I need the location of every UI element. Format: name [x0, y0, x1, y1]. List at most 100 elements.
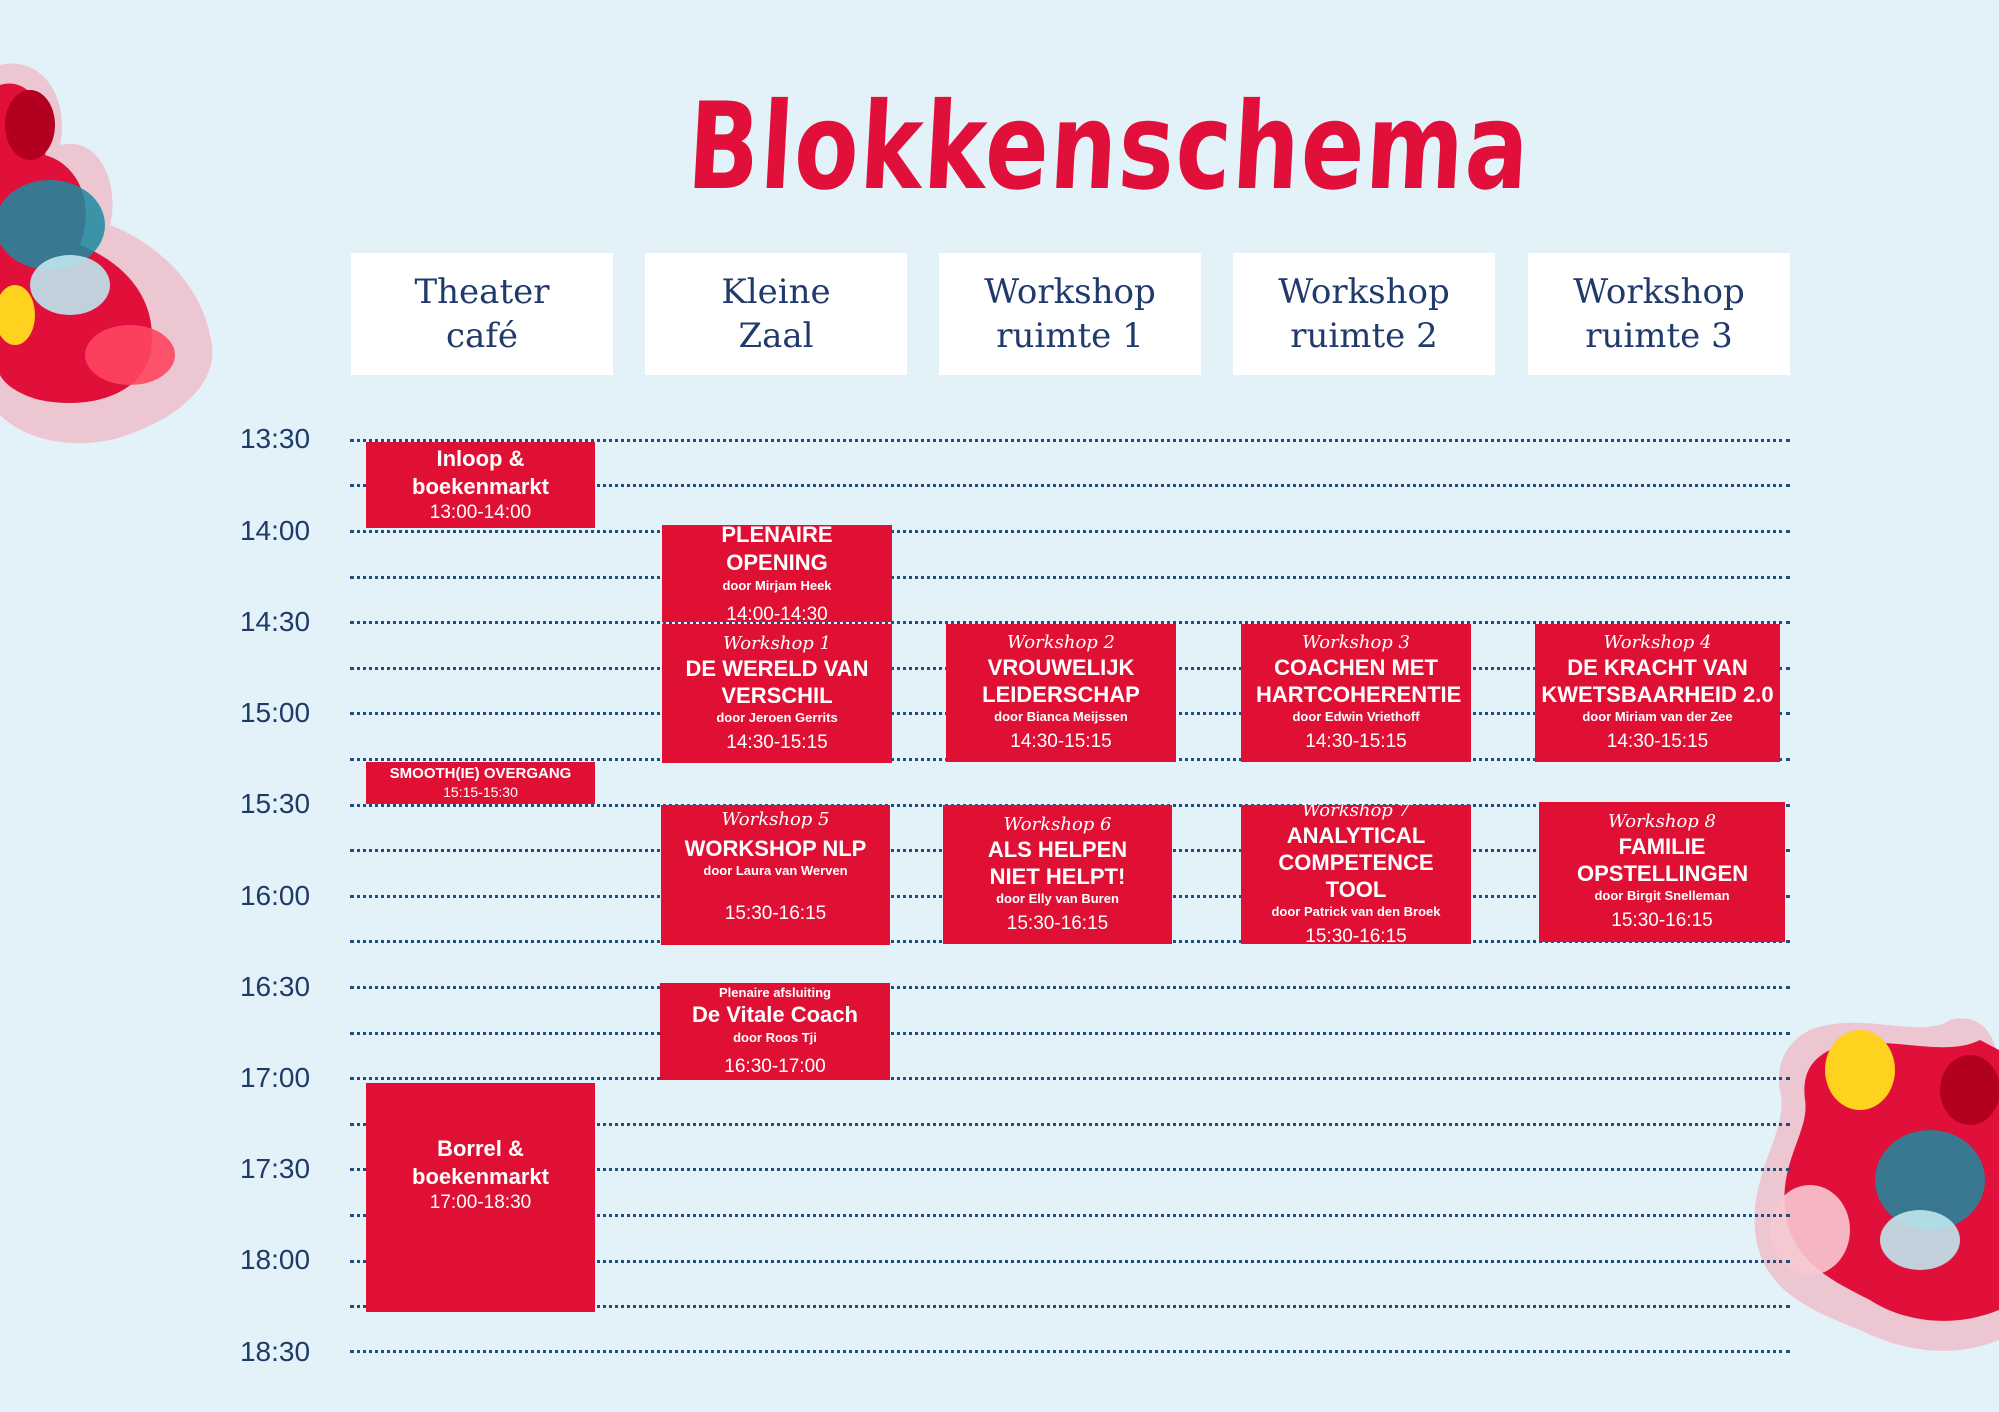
- block-title: SMOOTH(IE) OVERGANG: [389, 765, 572, 782]
- block-title: WORKSHOP NLP: [684, 836, 867, 861]
- room-label-line2: ruimte 2: [1290, 316, 1438, 356]
- time-label: 15:30: [239, 788, 311, 819]
- block-time: 15:30-16:15: [1006, 912, 1109, 934]
- gridline: [350, 530, 1790, 533]
- gridline: [350, 1305, 1790, 1308]
- time-label: 17:00: [239, 1062, 311, 1093]
- time-label: 18:00: [239, 1244, 311, 1275]
- gridline: [350, 439, 1790, 442]
- block-kicker: Workshop 3: [1302, 632, 1410, 653]
- block-workshop-1[interactable]: Workshop 1 DE WERELD VAN VERSCHIL door J…: [662, 624, 892, 763]
- block-kicker: Workshop 2: [1007, 632, 1115, 653]
- gridline: [350, 1350, 1790, 1353]
- block-time: 14:30-15:15: [1305, 731, 1407, 752]
- block-time: 15:15-15:30: [443, 784, 518, 800]
- time-label: 18:30: [239, 1336, 311, 1367]
- room-label-line2: ruimte 1: [996, 316, 1144, 356]
- gridline: [350, 1123, 1790, 1126]
- block-workshop-4[interactable]: Workshop 4 DE KRACHT VAN KWETSBAARHEID 2…: [1535, 624, 1780, 762]
- block-title: DE WERELD VAN VERSCHIL: [685, 655, 869, 708]
- block-speaker: door Mirjam Heek: [722, 577, 832, 593]
- gridline: [350, 621, 1790, 624]
- block-kicker: Plenaire afsluiting: [719, 984, 831, 1000]
- room-header-workshop-ruimte-1: Workshop ruimte 1: [939, 253, 1201, 375]
- block-workshop-7[interactable]: Workshop 7 ANALYTICAL COMPETENCE TOOL do…: [1241, 800, 1471, 947]
- gridline: [350, 484, 1790, 487]
- block-title: De Vitale Coach: [692, 1001, 858, 1027]
- block-speaker: door Roos Tji: [733, 1029, 817, 1045]
- block-workshop-8[interactable]: Workshop 8 FAMILIE OPSTELLINGEN door Bir…: [1539, 802, 1785, 942]
- block-title: Inloop & boekenmarkt: [412, 446, 549, 499]
- room-label-line1: Kleine: [721, 272, 831, 312]
- block-plenaire-afsluiting[interactable]: Plenaire afsluiting De Vitale Coach door…: [660, 983, 890, 1080]
- block-title: PLENAIRE OPENING: [721, 521, 833, 575]
- block-time: 14:30-15:15: [726, 731, 828, 753]
- gridline: [350, 1214, 1790, 1217]
- block-time: 14:00-14:30: [726, 603, 828, 625]
- room-label-line1: Workshop: [1278, 272, 1450, 312]
- block-time: 14:30-15:15: [1010, 731, 1112, 752]
- room-label-line1: Workshop: [984, 272, 1156, 312]
- room-header-workshop-ruimte-3: Workshop ruimte 3: [1528, 253, 1790, 375]
- time-label: 16:00: [239, 880, 311, 911]
- block-inloop-boekenmarkt[interactable]: Inloop & boekenmarkt 13:00-14:00: [366, 442, 595, 528]
- block-speaker: door Miriam van der Zee: [1582, 709, 1733, 724]
- block-kicker: Workshop 8: [1608, 811, 1716, 832]
- block-title: COACHEN MET HARTCOHERENTIE: [1256, 655, 1462, 707]
- block-time: 15:30-16:15: [724, 903, 827, 924]
- ink-splash-top-left: [0, 63, 213, 444]
- block-kicker: Workshop 6: [1003, 813, 1112, 835]
- block-kicker: Workshop 7: [1302, 800, 1410, 821]
- block-smoothie-overgang[interactable]: SMOOTH(IE) OVERGANG 15:15-15:30: [366, 762, 595, 804]
- block-time: 15:30-16:15: [1305, 926, 1407, 947]
- block-workshop-5[interactable]: Workshop 5 WORKSHOP NLP door Laura van W…: [661, 805, 890, 945]
- block-time: 13:00-14:00: [429, 502, 532, 523]
- room-header-workshop-ruimte-2: Workshop ruimte 2: [1233, 253, 1495, 375]
- room-label-line2: Zaal: [738, 316, 814, 356]
- block-time: 15:30-16:15: [1611, 910, 1713, 931]
- gridline: [350, 1168, 1790, 1171]
- block-title: DE KRACHT VAN KWETSBAARHEID 2.0: [1541, 655, 1774, 707]
- block-title: VROUWELIJK LEIDERSCHAP: [982, 655, 1140, 707]
- block-speaker: door Patrick van den Broek: [1271, 904, 1441, 919]
- block-plenaire-opening[interactable]: PLENAIRE OPENING door Mirjam Heek 14:00-…: [662, 522, 892, 625]
- gridline: [350, 986, 1790, 989]
- time-label: 16:30: [239, 971, 311, 1002]
- gridline: [350, 1077, 1790, 1080]
- room-label-line2: ruimte 3: [1585, 316, 1733, 356]
- block-workshop-2[interactable]: Workshop 2 VROUWELIJK LEIDERSCHAP door B…: [946, 624, 1176, 762]
- block-borrel-boekenmarkt[interactable]: Borrel & boekenmarkt 17:00-18:30: [366, 1083, 595, 1312]
- block-time: 17:00-18:30: [429, 1192, 532, 1213]
- block-speaker: door Bianca Meijssen: [994, 709, 1128, 724]
- block-workshop-6[interactable]: Workshop 6 ALS HELPEN NIET HELPT! door E…: [943, 805, 1172, 944]
- block-kicker: Workshop 4: [1603, 632, 1712, 653]
- gridline: [350, 1260, 1790, 1263]
- block-time: 14:30-15:15: [1606, 731, 1709, 752]
- block-title: ALS HELPEN NIET HELPT!: [987, 836, 1128, 889]
- block-title: Borrel & boekenmarkt: [412, 1136, 549, 1189]
- block-speaker: door Edwin Vriethoff: [1292, 709, 1420, 724]
- time-label: 15:00: [239, 697, 311, 728]
- block-workshop-3[interactable]: Workshop 3 COACHEN MET HARTCOHERENTIE do…: [1241, 624, 1471, 762]
- block-kicker: Workshop 1: [723, 632, 831, 654]
- gridline: [350, 1032, 1790, 1035]
- block-title: ANALYTICAL COMPETENCE TOOL: [1278, 823, 1434, 902]
- block-speaker: door Elly van Buren: [996, 890, 1119, 906]
- time-label: 14:00: [239, 515, 311, 546]
- time-label: 14:30: [239, 606, 311, 637]
- time-label: 17:30: [239, 1153, 311, 1184]
- room-header-kleine-zaal: Kleine Zaal: [645, 253, 907, 375]
- block-speaker: door Jeroen Gerrits: [716, 709, 838, 725]
- block-kicker: Workshop 5: [721, 809, 830, 830]
- room-label-line2: café: [445, 316, 519, 356]
- gridline: [350, 576, 1790, 579]
- room-label-line1: Workshop: [1573, 272, 1745, 312]
- time-label: 13:30: [239, 423, 311, 454]
- page-title: Blokkenschema: [684, 78, 1534, 217]
- block-speaker: door Birgit Snelleman: [1594, 888, 1730, 903]
- block-speaker: door Laura van Werven: [703, 863, 848, 878]
- ink-splash-bottom-right: [1754, 1018, 1999, 1351]
- block-title: FAMILIE OPSTELLINGEN: [1577, 834, 1749, 886]
- room-label-line1: Theater: [414, 272, 550, 312]
- room-header-theater-cafe: Theater café: [351, 253, 613, 375]
